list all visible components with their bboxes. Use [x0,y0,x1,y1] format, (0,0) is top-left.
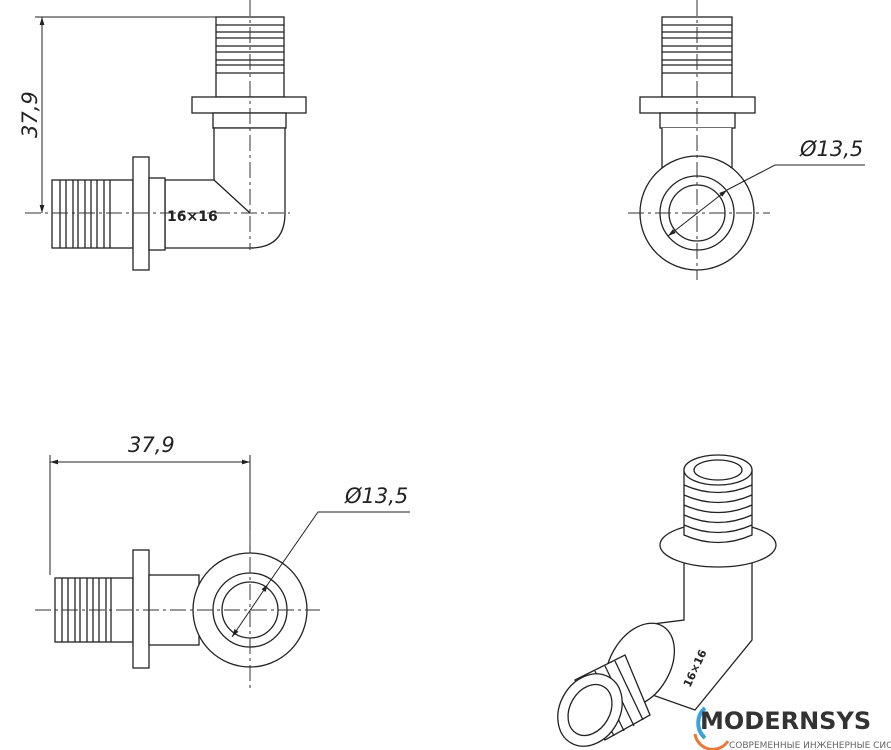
logo-tagline: СОВРЕМЕННЫЕ ИНЖЕНЕРНЫЕ СИСТЕМЫ [729,741,891,750]
flange [191,96,307,114]
size-label: 16×16 [167,209,218,225]
logo-arc-blue [696,706,707,740]
top-view: 37,9 Ø13,5 [35,433,410,690]
diameter-dimension-top: Ø13,5 [344,484,408,508]
logo-arc-orange [693,733,730,750]
isometric-view: 16×16 [557,454,777,747]
front-view: 37,9 16×16 [18,0,307,271]
horizontal-pipe-end [51,179,134,249]
pipe-ribs [683,484,753,534]
diameter-dimension-line [667,189,728,237]
collar [148,177,166,251]
leader-line [267,511,410,585]
leader-line [726,164,865,191]
side-view: Ø13,5 [628,0,865,280]
diameter-dimension-line [231,583,269,638]
bore-opening [567,683,613,737]
logo-brand: MODERNSYS [700,707,871,735]
height-dimension: 37,9 [18,91,42,138]
pipe-ribs [59,180,111,248]
width-dimension: 37,9 [128,433,175,457]
pipe-opening [557,673,623,747]
bore-opening [693,459,743,481]
diameter-dimension: Ø13,5 [799,137,863,161]
elbow-body [164,127,286,249]
flange [132,549,150,669]
modernsys-logo: MODERNSYS СОВРЕМЕННЫЕ ИНЖЕНЕРНЫЕ СИСТЕМЫ [693,706,891,750]
upper-pipe-end [683,469,753,544]
